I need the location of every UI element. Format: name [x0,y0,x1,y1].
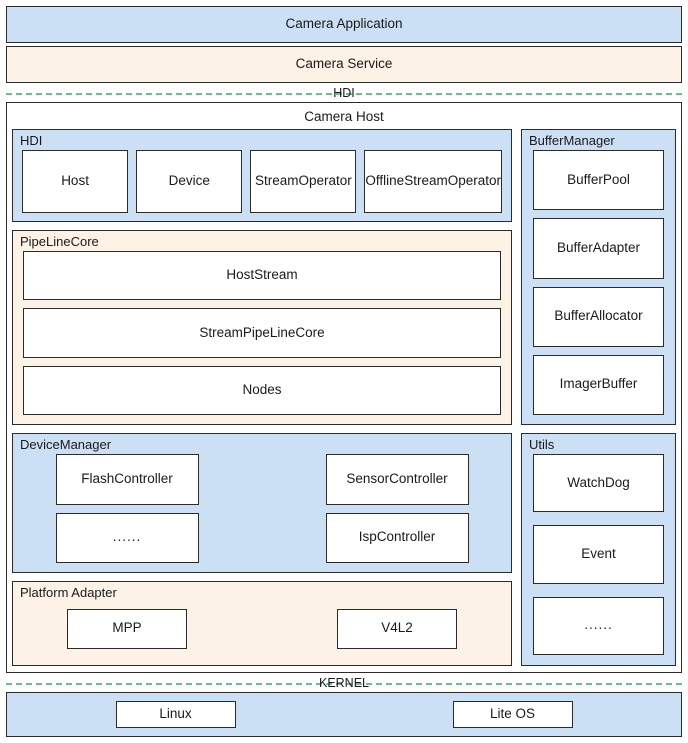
group-hdi-items: Host Device StreamOperator OfflineStream… [13,150,511,221]
module-v4l2[interactable]: V4L2 [337,608,457,649]
group-hdi-title: HDI [20,133,43,148]
module-linux[interactable]: Linux [115,701,236,728]
group-utils: Utils WatchDog Event ...... [521,433,676,666]
module-device-manager-more-label: ...... [112,529,142,545]
module-imager-buffer-label: ImagerBuffer [559,376,638,392]
module-buffer-adapter[interactable]: BufferAdapter [533,218,664,279]
module-buffer-allocator[interactable]: BufferAllocator [533,286,664,347]
module-watchdog[interactable]: WatchDog [533,454,664,513]
module-lite-os[interactable]: Lite OS [452,701,573,728]
module-host[interactable]: Host [22,150,129,213]
module-linux-label: Linux [159,706,192,722]
hdi-separator-label: HDI [333,85,355,100]
module-nodes[interactable]: Nodes [23,365,501,415]
layer-camera-application-label: Camera Application [285,16,403,32]
module-watchdog-label: WatchDog [567,474,630,490]
module-mpp-label: MPP [112,620,142,636]
module-lite-os-label: Lite OS [489,706,536,722]
module-imager-buffer[interactable]: ImagerBuffer [533,354,664,415]
group-pipeline-core: PipeLineCore HostStream StreamPipeLineCo… [12,230,512,425]
camera-host-title: Camera Host [304,109,384,124]
kernel-separator-label: KERNEL [318,675,370,690]
module-stream-operator-label: StreamOperator [254,173,352,189]
module-flash-controller-label: FlashController [81,470,173,486]
kernel-separator: KERNEL [6,673,682,692]
module-stream-pipeline-core-label: StreamPipeLineCore [199,324,325,340]
module-utils-more-label: ...... [584,617,613,633]
group-platform-adapter: Platform Adapter MPP V4L2 [12,581,512,666]
module-event[interactable]: Event [533,525,664,584]
module-stream-pipeline-core[interactable]: StreamPipeLineCore [23,308,501,358]
module-flash-controller[interactable]: FlashController [55,454,199,505]
module-buffer-pool-label: BufferPool [567,171,630,187]
module-utils-more[interactable]: ...... [533,596,664,655]
module-offline-stream-operator[interactable]: OfflineStreamOperator [364,150,502,213]
module-sensor-controller-label: SensorController [346,470,448,486]
module-isp-controller-label: IspController [358,529,436,545]
camera-host-left-column: HDI Host Device StreamOperator OfflineSt… [12,129,512,666]
group-utils-items: WatchDog Event ...... [522,454,675,665]
module-device-label: Device [168,173,210,189]
camera-host-body: HDI Host Device StreamOperator OfflineSt… [12,129,676,666]
module-isp-controller[interactable]: IspController [325,512,469,563]
group-device-manager: DeviceManager FlashController SensorCont… [12,433,512,573]
module-mpp[interactable]: MPP [67,608,187,649]
layer-camera-service-label: Camera Service [295,56,393,72]
architecture-diagram: Camera Application Camera Service HDI Ca… [6,6,682,737]
module-event-label: Event [581,546,616,562]
layer-kernel: Linux Lite OS [6,692,682,737]
module-buffer-adapter-label: BufferAdapter [556,239,641,255]
module-sensor-controller[interactable]: SensorController [325,454,469,505]
camera-host-container: Camera Host HDI Host Device StreamOpera [6,102,682,673]
module-v4l2-label: V4L2 [381,620,413,636]
camera-host-right-column: BufferManager BufferPool BufferAdapter B… [521,129,676,666]
module-device[interactable]: Device [136,150,243,213]
group-platform-adapter-items: MPP V4L2 [13,602,511,665]
group-buffer-manager-title: BufferManager [529,133,615,148]
module-buffer-pool[interactable]: BufferPool [533,150,664,211]
group-buffer-manager-items: BufferPool BufferAdapter BufferAllocator… [522,150,675,424]
group-buffer-manager: BufferManager BufferPool BufferAdapter B… [521,129,676,425]
module-nodes-label: Nodes [242,381,282,397]
module-stream-operator[interactable]: StreamOperator [250,150,357,213]
module-offline-stream-operator-label: OfflineStreamOperator [365,173,501,189]
group-pipeline-core-items: HostStream StreamPipeLineCore Nodes [13,251,511,424]
module-device-manager-more[interactable]: ...... [55,512,199,563]
layer-camera-application: Camera Application [6,6,682,43]
group-device-manager-title: DeviceManager [20,437,112,452]
module-buffer-allocator-label: BufferAllocator [554,308,643,324]
group-platform-adapter-title: Platform Adapter [20,585,117,600]
group-device-manager-items: FlashController SensorController ...... … [13,454,511,572]
hdi-separator: HDI [6,83,682,102]
layer-camera-service: Camera Service [6,46,682,83]
group-pipeline-core-title: PipeLineCore [20,234,99,249]
module-host-stream[interactable]: HostStream [23,251,501,301]
group-utils-title: Utils [529,437,555,452]
module-host-stream-label: HostStream [226,267,298,283]
group-hdi: HDI Host Device StreamOperator OfflineSt… [12,129,512,222]
module-host-label: Host [61,173,89,189]
